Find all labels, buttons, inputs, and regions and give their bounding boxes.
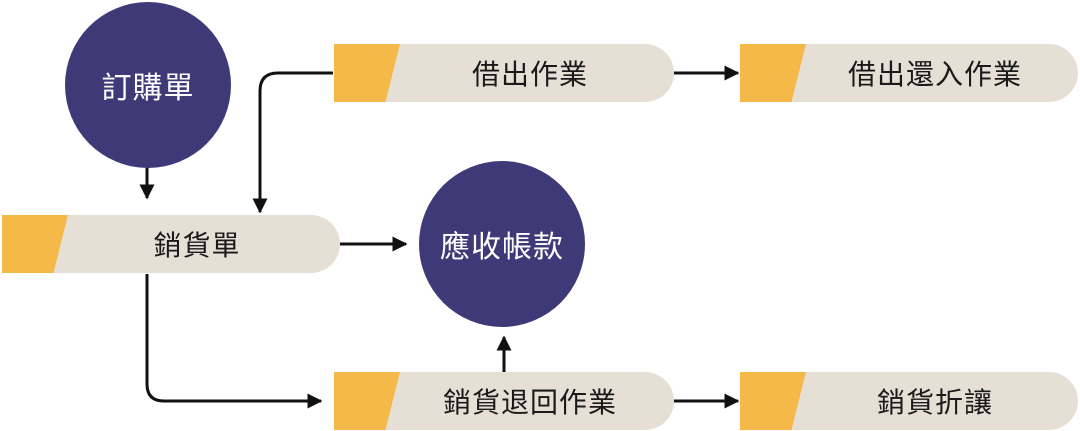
node-sales-return-label: 銷貨退回作業 — [442, 386, 617, 419]
node-discount-label: 銷貨折讓 — [876, 386, 993, 419]
node-lend: 借出作業 — [334, 44, 674, 102]
node-sales: 銷貨單 — [2, 215, 340, 273]
node-lend-label: 借出作業 — [471, 58, 588, 91]
node-ar-circle: 應收帳款 — [419, 161, 585, 327]
node-order-label: 訂購單 — [101, 71, 195, 106]
edge-sales-to-sales-return — [145, 274, 323, 409]
node-ar-label: 應收帳款 — [440, 230, 564, 265]
edge-lend-to-sales — [252, 71, 333, 214]
node-lend-return: 借出還入作業 — [740, 44, 1078, 102]
node-order-circle: 訂購單 — [65, 2, 231, 168]
node-lend-return-label: 借出還入作業 — [847, 58, 1022, 91]
node-sales-label: 銷貨單 — [153, 229, 241, 262]
node-discount: 銷貨折讓 — [740, 372, 1078, 430]
node-sales-return: 銷貨退回作業 — [334, 372, 674, 430]
